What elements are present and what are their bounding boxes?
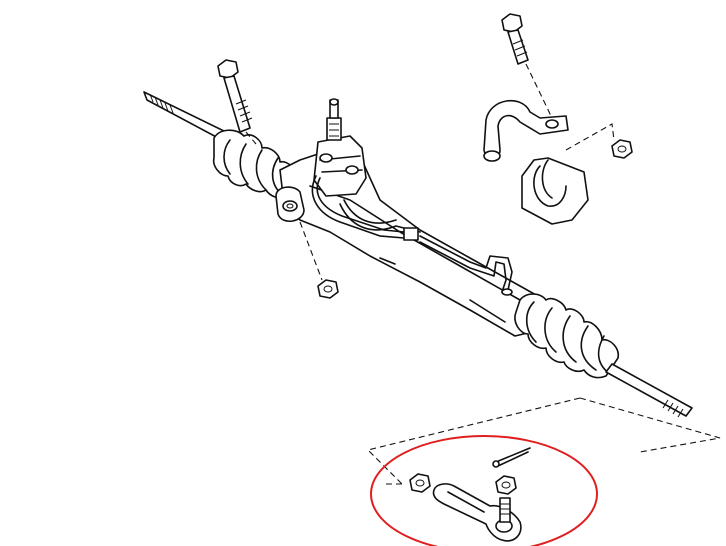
rack-bushing [521, 157, 589, 225]
right-bracket-bolt [501, 13, 553, 119]
highlight-circle [370, 435, 598, 546]
right-bracket-nut [565, 123, 633, 159]
tie-rod-end-assembly[interactable] [386, 447, 531, 542]
cotter-pin [492, 447, 531, 468]
left-mounting-bolt [217, 59, 257, 145]
tie-rod-castle-nut [495, 475, 517, 495]
rack-clamp-bracket [483, 99, 569, 162]
tie-rod-end-body [432, 483, 522, 542]
tie-rod-jam-nut [386, 473, 431, 493]
right-rack-boot [514, 293, 620, 379]
left-tie-rod-shaft [143, 91, 227, 141]
left-mounting-nut [299, 221, 339, 299]
right-tie-rod-shaft [605, 363, 693, 418]
pinion-valve-body [313, 98, 367, 197]
tie-rod-ball-stud [499, 497, 511, 523]
hydraulic-lines [311, 175, 513, 296]
left-mounting-bracket [275, 186, 305, 222]
tie-rod-end-leader-frame [366, 397, 721, 487]
